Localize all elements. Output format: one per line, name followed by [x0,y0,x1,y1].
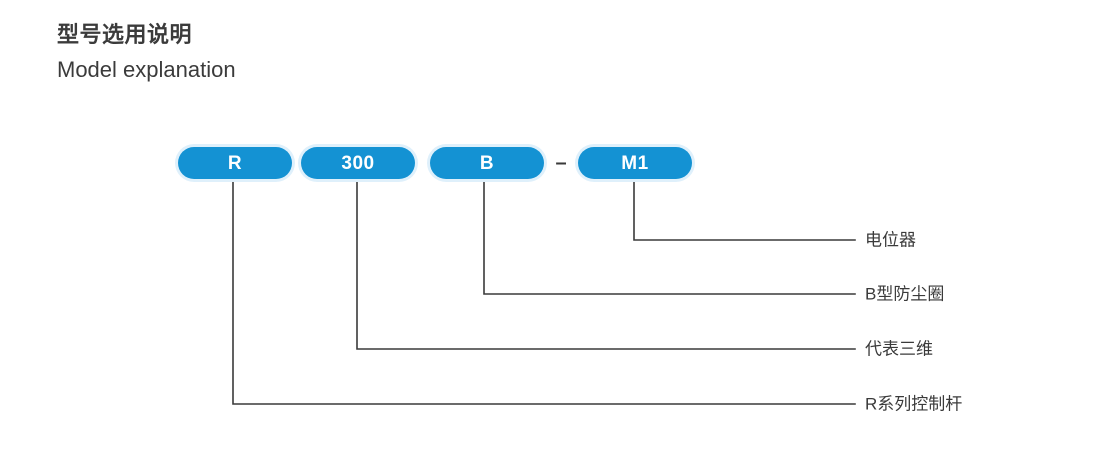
page-title-chinese: 型号选用说明 [57,22,193,47]
model-code-pill-300[interactable]: 300 [301,147,415,179]
model-code-pill-label: 300 [341,152,375,174]
leader-line-three-dimensional [356,180,856,350]
model-code-pill-m1[interactable]: M1 [578,147,692,179]
model-code-pill-r[interactable]: R [178,147,292,179]
model-code-pill-label: M1 [621,152,649,174]
page-heading: 型号选用说明 Model explanation [57,20,236,86]
model-code-pill-label: B [479,152,495,174]
leader-line-b-type-dust-ring [483,180,856,295]
model-code-pill-b[interactable]: B [430,147,544,179]
annotation-label-r-series-control-lever: R系列控制杆 [865,394,963,414]
leader-line-potentiometer [633,180,856,241]
annotation-label-three-dimensional: 代表三维 [865,339,933,359]
leader-line-r-series-control-lever [232,180,856,405]
model-code-pill-label: R [227,152,243,174]
annotation-label-b-type-dust-ring: B型防尘圈 [865,284,945,304]
page-title-english: Model explanation [57,57,236,82]
model-code-separator: – [555,152,567,174]
annotation-label-potentiometer: 电位器 [865,230,916,250]
